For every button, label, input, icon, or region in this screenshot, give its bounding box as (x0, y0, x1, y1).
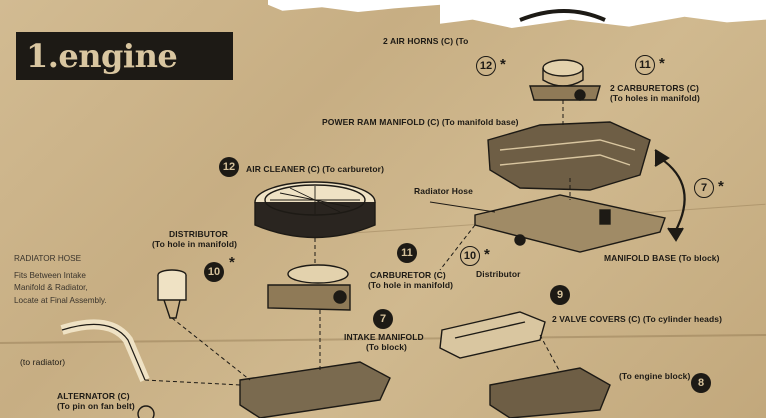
callout-manifold-base: 7 (694, 178, 714, 198)
distributor-name: DISTRIBUTOR (169, 229, 229, 239)
carburetor-name: CARBURETOR (C) (370, 270, 446, 280)
callout-engine-block: 8 (691, 373, 711, 393)
label-air-cleaner: AIR CLEANER (C) (To carburetor) (246, 164, 384, 174)
power-ram-manifold-icon (487, 121, 651, 191)
label-radiator-hose-part: Radiator Hose (414, 186, 473, 196)
alternator-icon (137, 405, 155, 418)
label-valve-covers: 2 VALVE COVERS (C) (To cylinder heads) (552, 314, 723, 324)
carburetor-icon (267, 264, 351, 311)
radiator-note-line: Locate at Final Assembly. (14, 296, 107, 306)
alternator-name: ALTERNATOR (C) (57, 391, 130, 401)
radiator-note-line: Manifold & Radiator, (14, 283, 88, 293)
label-distributor: DISTRIBUTOR (To hole in manifold) (152, 229, 237, 250)
callout-distributor-2: 10 (460, 246, 480, 266)
callout-carburetors: 11 (635, 55, 655, 75)
label-intake-manifold: INTAKE MANIFOLD (To block) (344, 332, 424, 353)
distributor-icon (157, 269, 187, 319)
intake-manifold-name: INTAKE MANIFOLD (344, 332, 424, 342)
section-title: 1.engine (16, 32, 233, 80)
star-carburetors: * (659, 55, 665, 72)
engine-block-icon (489, 367, 611, 418)
star-distributor: * (229, 254, 235, 271)
callout-carburetor: 11 (397, 243, 417, 263)
label-power-ram: POWER RAM MANIFOLD (C) (To manifold base… (322, 117, 519, 127)
callout-valve-covers: 9 (550, 285, 570, 305)
label-carburetors: 2 CARBURETORS (C) (To holes in manifold) (610, 83, 700, 104)
star-manifold-base: * (718, 178, 724, 195)
label-engine-block: (To engine block) (619, 371, 691, 381)
intake-manifold-detail: (To block) (366, 341, 407, 352)
callout-distributor: 10 (204, 262, 224, 282)
callout-intake-manifold: 7 (373, 309, 393, 329)
logo-ring (519, 9, 606, 22)
carburetors-name: 2 CARBURETORS (C) (610, 83, 699, 93)
radiator-note-heading: RADIATOR HOSE (14, 254, 82, 263)
radiator-note: RADIATOR HOSE Fits Between Intake Manifo… (14, 253, 107, 308)
title-text: 1.engine (26, 37, 178, 75)
label-distributor-2: Distributor (476, 269, 521, 279)
label-air-horns: 2 AIR HORNS (C) (To (383, 36, 469, 46)
intake-manifold-icon (239, 361, 391, 418)
distributor-detail: (To hole in manifold) (152, 238, 238, 249)
radiator-note-line: Fits Between Intake (14, 270, 86, 280)
label-to-radiator: (to radiator) (20, 357, 66, 367)
valve-cover-icon (439, 311, 546, 359)
label-carburetor: CARBURETOR (C) (To hole in manifold) (368, 270, 454, 291)
label-alternator: ALTERNATOR (C) (To pin on fan belt) (57, 391, 135, 412)
manifold-base-icon (474, 194, 666, 253)
carburetor-detail: (To hole in manifold) (368, 279, 454, 290)
star-air-horns: * (500, 56, 506, 73)
carburetors-detail: (To holes in manifold) (610, 92, 700, 103)
rotation-arrow-icon (659, 157, 686, 233)
star-distributor-2: * (484, 246, 490, 263)
callout-air-horns: 12 (476, 56, 496, 76)
air-horn-icon (529, 59, 601, 101)
alternator-detail: (To pin on fan belt) (57, 400, 135, 411)
air-cleaner-icon (254, 181, 376, 239)
callout-air-cleaner: 12 (219, 157, 239, 177)
label-manifold-base: MANIFOLD BASE (To block) (604, 253, 720, 263)
